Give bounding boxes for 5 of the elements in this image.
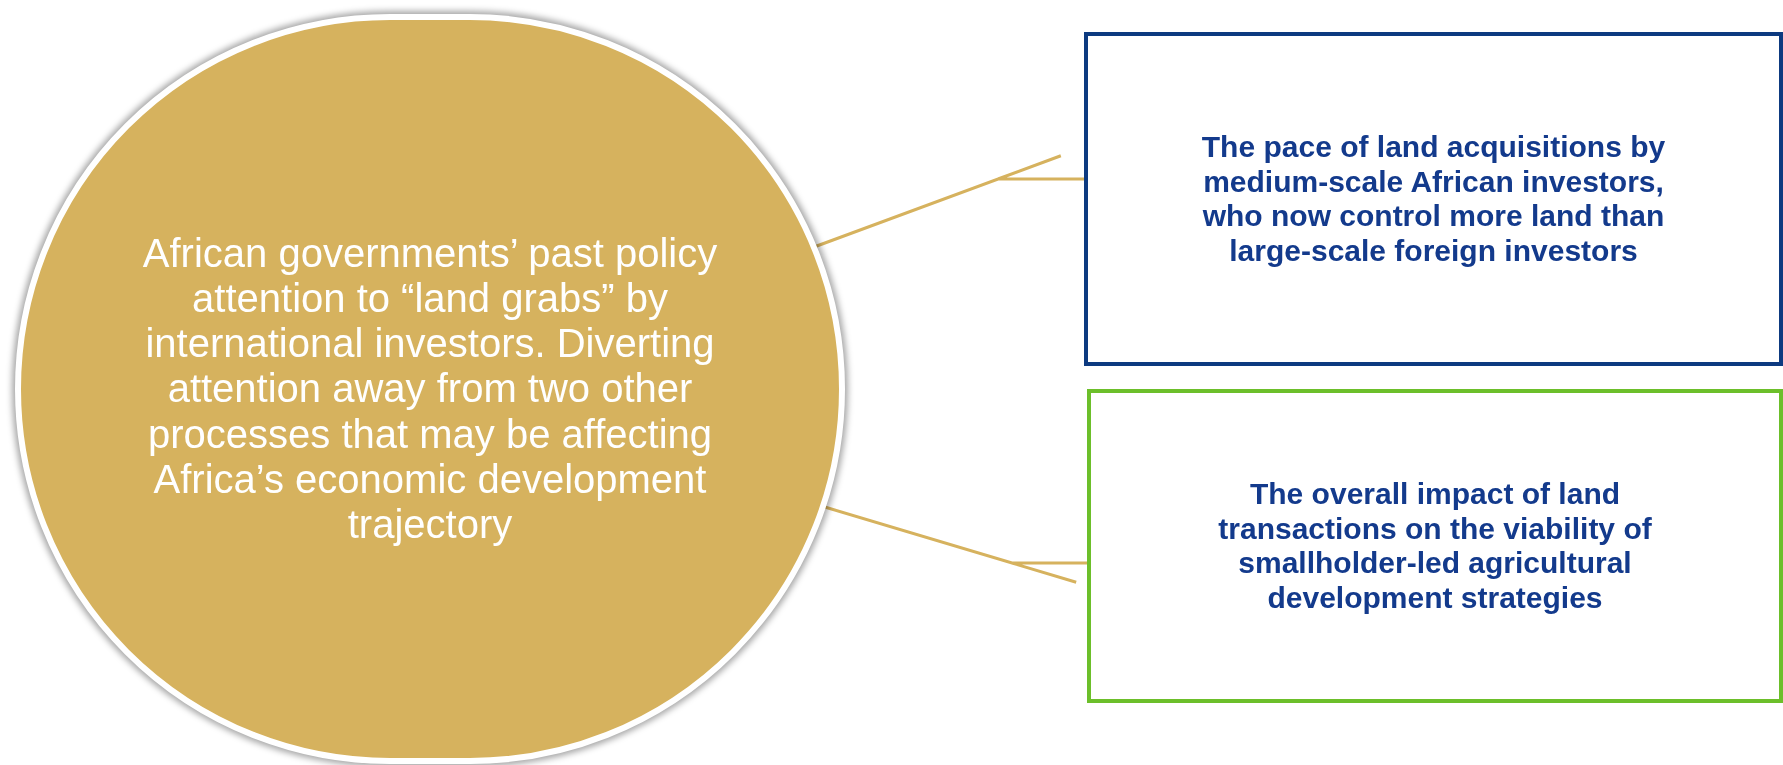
- box-text: The pace of land acquisitions by medium-scale African investors, who now control more land than large-scale foreign investors: [1200, 130, 1667, 268]
- text-box: [1087, 389, 1783, 703]
- box-text: The overall impact of land transactions on the viability of smallholder-led agricultural development strategies: [1217, 477, 1653, 615]
- circle-text: African governments’ past policy attention to “land grabs” by international investors. Diverting attention away from two other processes that may be affecting Africa’s economic development trajectory: [141, 230, 719, 548]
- text-box: [1084, 32, 1783, 366]
